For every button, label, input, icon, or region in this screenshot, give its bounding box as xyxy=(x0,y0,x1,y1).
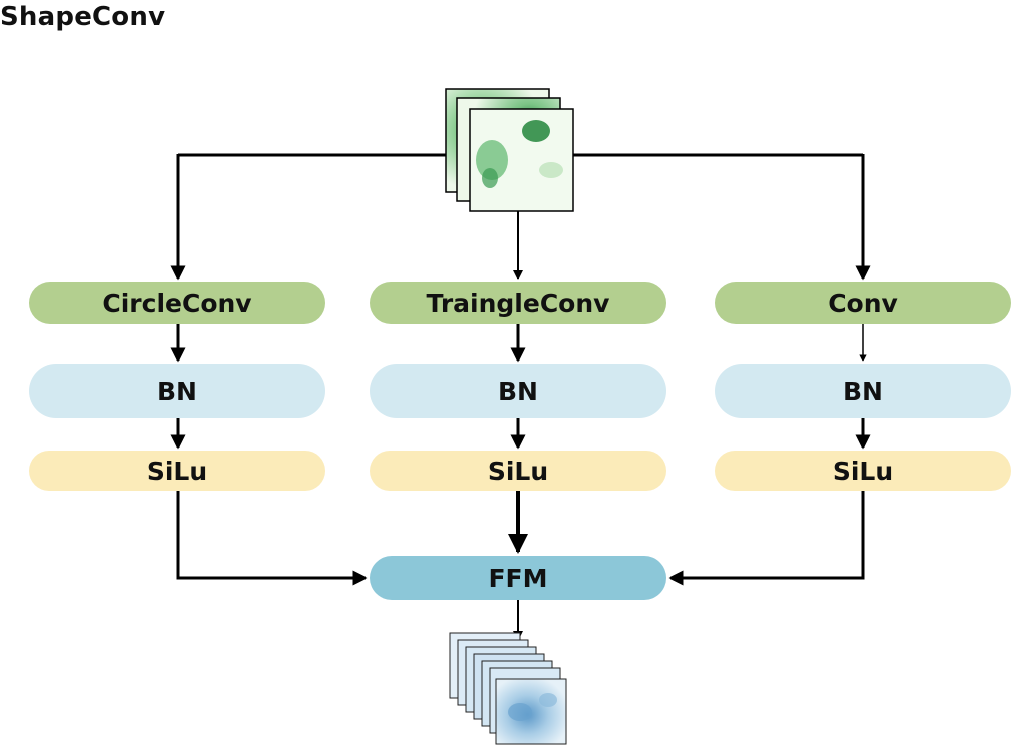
input-feature-maps-icon xyxy=(445,88,574,212)
arrow-silu2-ffm xyxy=(668,491,865,586)
conv-block: Conv xyxy=(715,282,1011,324)
silu-block-middle: SiLu xyxy=(370,451,666,491)
silu-block-left: SiLu xyxy=(29,451,325,491)
triangleconv-block: TraingleConv xyxy=(370,282,666,324)
bn-block-right: BN xyxy=(715,364,1011,418)
ffm-block: FFM xyxy=(370,556,666,600)
bn-block-left: BN xyxy=(29,364,325,418)
bn-block-middle: BN xyxy=(370,364,666,418)
output-feature-maps-icon xyxy=(449,632,567,745)
circleconv-block: CircleConv xyxy=(29,282,325,324)
diagram-title: ShapeConv xyxy=(0,2,166,32)
silu-block-right: SiLu xyxy=(715,451,1011,491)
arrow-silu0-ffm xyxy=(176,491,368,586)
